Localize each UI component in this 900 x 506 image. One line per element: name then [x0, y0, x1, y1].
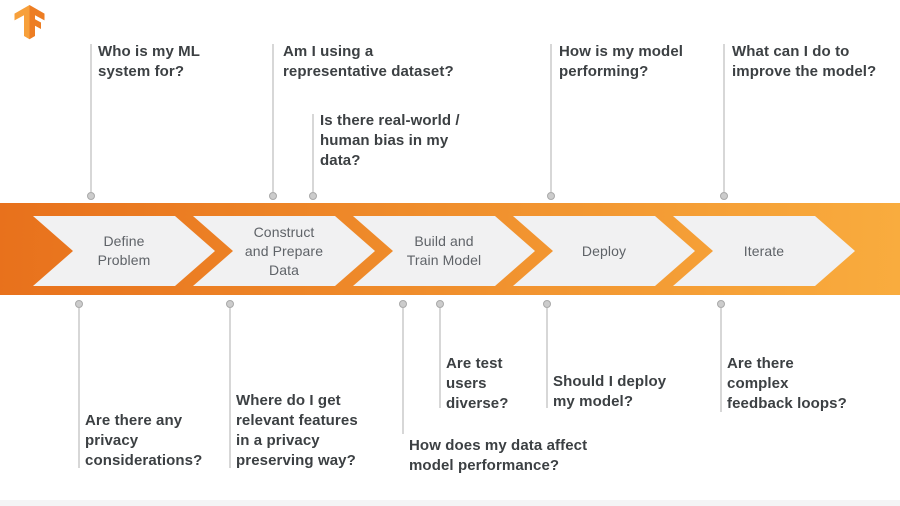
connector-line [546, 308, 548, 408]
stage-label: Define Problem [97, 233, 151, 268]
connector-dot [399, 300, 407, 308]
question-data-affect-performance: How does my data affect model performanc… [409, 437, 588, 474]
connector-dot [543, 300, 551, 308]
question-improve-the-model: What can I do to improve the model? [732, 43, 877, 80]
connector-dot [436, 300, 444, 308]
bottom-edge-strip [0, 500, 900, 506]
stage-label: Construct and Prepare Data [244, 223, 324, 278]
connector-line [229, 308, 231, 468]
connector-dot [717, 300, 725, 308]
question-representative-dataset: Am I using a representative dataset? [283, 43, 454, 80]
connector-dot [75, 300, 83, 308]
question-model-performing: How is my model performing? [559, 43, 684, 80]
stage-label: Build and Train Model [406, 233, 482, 268]
question-who-is-my-ml-system-for: Who is my ML system for? [98, 43, 201, 80]
question-privacy-considerations: Are there any privacy considerations? [85, 412, 203, 469]
connector-dot [720, 192, 728, 200]
connector-line [720, 308, 722, 412]
question-should-i-deploy: Should I deploy my model? [553, 373, 667, 410]
connector-dot [309, 192, 317, 200]
connector-line [402, 308, 404, 434]
question-test-users-diverse: Are test users diverse? [446, 355, 509, 412]
connector-dot [269, 192, 277, 200]
connector-dot [226, 300, 234, 308]
question-real-world-human-bias: Is there real-world / human bias in my d… [320, 112, 460, 169]
connector-line [550, 44, 552, 192]
question-relevant-features-privacy: Where do I get relevant features in a pr… [236, 392, 358, 469]
connector-line [78, 308, 80, 468]
question-complex-feedback-loops: Are there complex feedback loops? [727, 355, 847, 412]
connector-dot [87, 192, 95, 200]
connector-line [90, 44, 92, 192]
connector-line [312, 114, 314, 192]
connector-line [439, 308, 441, 408]
stage-label: Iterate [743, 242, 785, 259]
tensorflow-logo-icon [14, 5, 45, 40]
connector-line [723, 44, 725, 192]
connector-dot [547, 192, 555, 200]
stage-label: Deploy [581, 242, 627, 259]
connector-line [272, 44, 274, 192]
